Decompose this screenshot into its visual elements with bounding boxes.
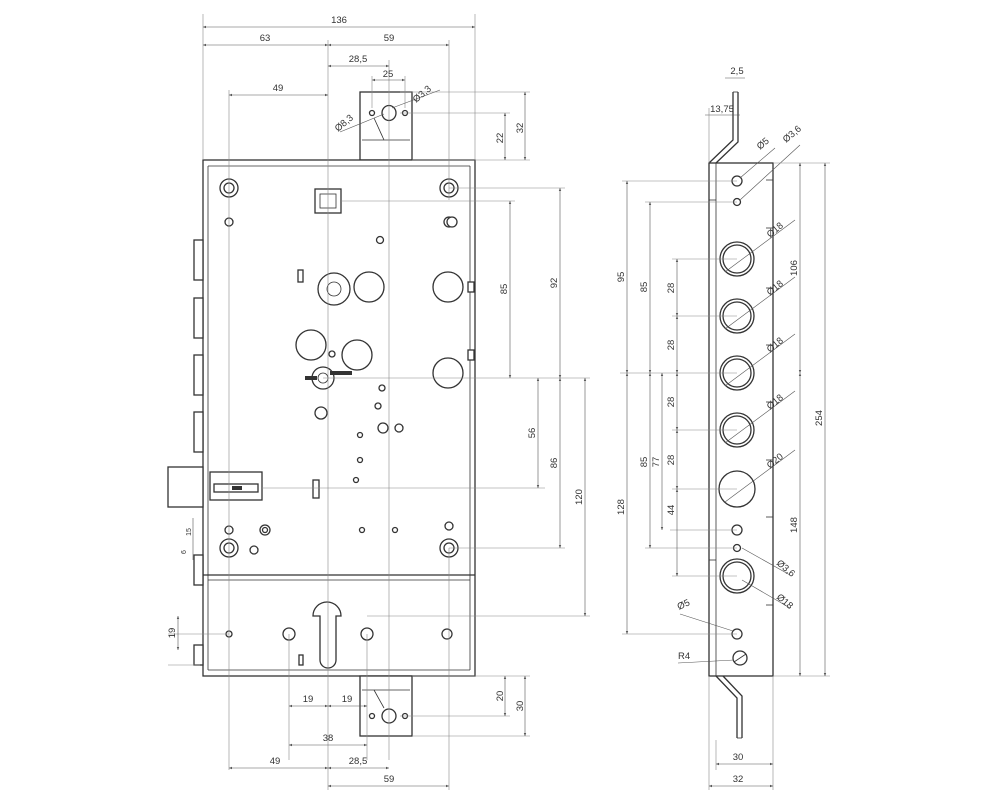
side-left-dims: 95 85 28 28 28 28 85 77 44 128 (616, 180, 737, 635)
dim-small-vertical-a: 6 (181, 550, 188, 554)
side-dim-28-a: 28 (666, 283, 677, 294)
side-dim-254: 254 (814, 410, 825, 426)
side-dim-radius: R4 (678, 651, 690, 662)
latch-block (209, 471, 263, 501)
side-dim-2-5: 2,5 (730, 66, 743, 77)
dim-small-vertical-b: 15 (186, 528, 193, 536)
side-dim-28-d: 28 (666, 455, 677, 466)
center-lines (168, 14, 590, 790)
side-dim-106: 106 (789, 260, 800, 276)
side-ticks (709, 179, 773, 606)
dim-vertical-86: 86 (549, 458, 560, 469)
dim-bottom-left-19: 19 (303, 694, 314, 705)
side-top-tab (708, 92, 739, 164)
dim-left-part: 63 (260, 33, 271, 44)
side-dim-148: 148 (789, 517, 800, 533)
side-dim-hole-3-6-bottom: Ø3,6 (774, 558, 797, 580)
side-dim-bolt-bottom: Ø18 (774, 592, 795, 612)
side-bottom-dims: 30 32 (708, 676, 774, 790)
dim-bottom-strike-30: 30 (515, 701, 526, 712)
dim-strike-hole-spacing: 25 (383, 69, 394, 80)
dim-bottom-right-19: 19 (342, 694, 353, 705)
dim-bottom-49: 49 (270, 756, 281, 767)
dim-vertical-85: 85 (499, 284, 510, 295)
side-bottom-tab (715, 675, 743, 738)
front-view: 136 63 59 28,5 25 49 Ø3,3 Ø8,3 22 32 85 … (167, 14, 590, 790)
dim-right-part: 59 (384, 33, 395, 44)
side-dim-13-75: 13,75 (710, 104, 734, 115)
dim-bottom-28-5: 28,5 (349, 756, 368, 767)
dim-bottom-59: 59 (384, 774, 395, 785)
dim-backset-note: 19 (167, 628, 178, 639)
dim-bottom-strike-20: 20 (495, 691, 506, 702)
side-dim-95: 95 (616, 272, 627, 283)
dim-strike-height-small: 22 (495, 133, 506, 144)
dim-overall-width: 136 (331, 15, 347, 26)
side-dim-85-bottom: 85 (639, 457, 650, 468)
side-dim-44: 44 (666, 505, 677, 516)
side-dim-bottom-32: 32 (733, 774, 744, 785)
lock-case (202, 159, 476, 677)
dim-vertical-120: 120 (574, 489, 585, 505)
side-dim-85-top: 85 (639, 282, 650, 293)
dim-vertical-92: 92 (549, 278, 560, 289)
dim-strike-height-large: 32 (515, 123, 526, 134)
side-right-dims: 106 254 148 (773, 162, 830, 677)
side-dim-77: 77 (651, 457, 662, 468)
side-dim-28-b: 28 (666, 340, 677, 351)
dim-vertical-56: 56 (527, 428, 538, 439)
side-dim-128: 128 (616, 499, 627, 515)
side-dim-hole-3-6-top: Ø3,6 (781, 124, 804, 146)
bottom-strike-plate (359, 675, 413, 737)
dim-top-hole-offset: 49 (273, 83, 284, 94)
top-strike-plate (359, 91, 413, 161)
side-dim-28-c: 28 (666, 397, 677, 408)
faceplate-edge (167, 239, 204, 666)
dim-strike-hole-dia: Ø3,3 (411, 84, 434, 106)
side-dim-hole-5-top: Ø5 (755, 136, 772, 153)
dim-strike-width: 28,5 (349, 54, 368, 65)
dim-bottom-38: 38 (323, 733, 334, 744)
side-top-dims: 2,5 13,75 (705, 66, 745, 163)
side-view: Ø5 Ø3,6 Ø18 Ø18 Ø18 Ø18 Ø20 Ø3,6 Ø18 Ø5 … (616, 66, 830, 790)
dim-strike-slot-dia: Ø8,3 (333, 113, 356, 135)
side-dim-hole-5-bottom: Ø5 (676, 597, 692, 612)
side-dim-bottom-30: 30 (733, 752, 744, 763)
